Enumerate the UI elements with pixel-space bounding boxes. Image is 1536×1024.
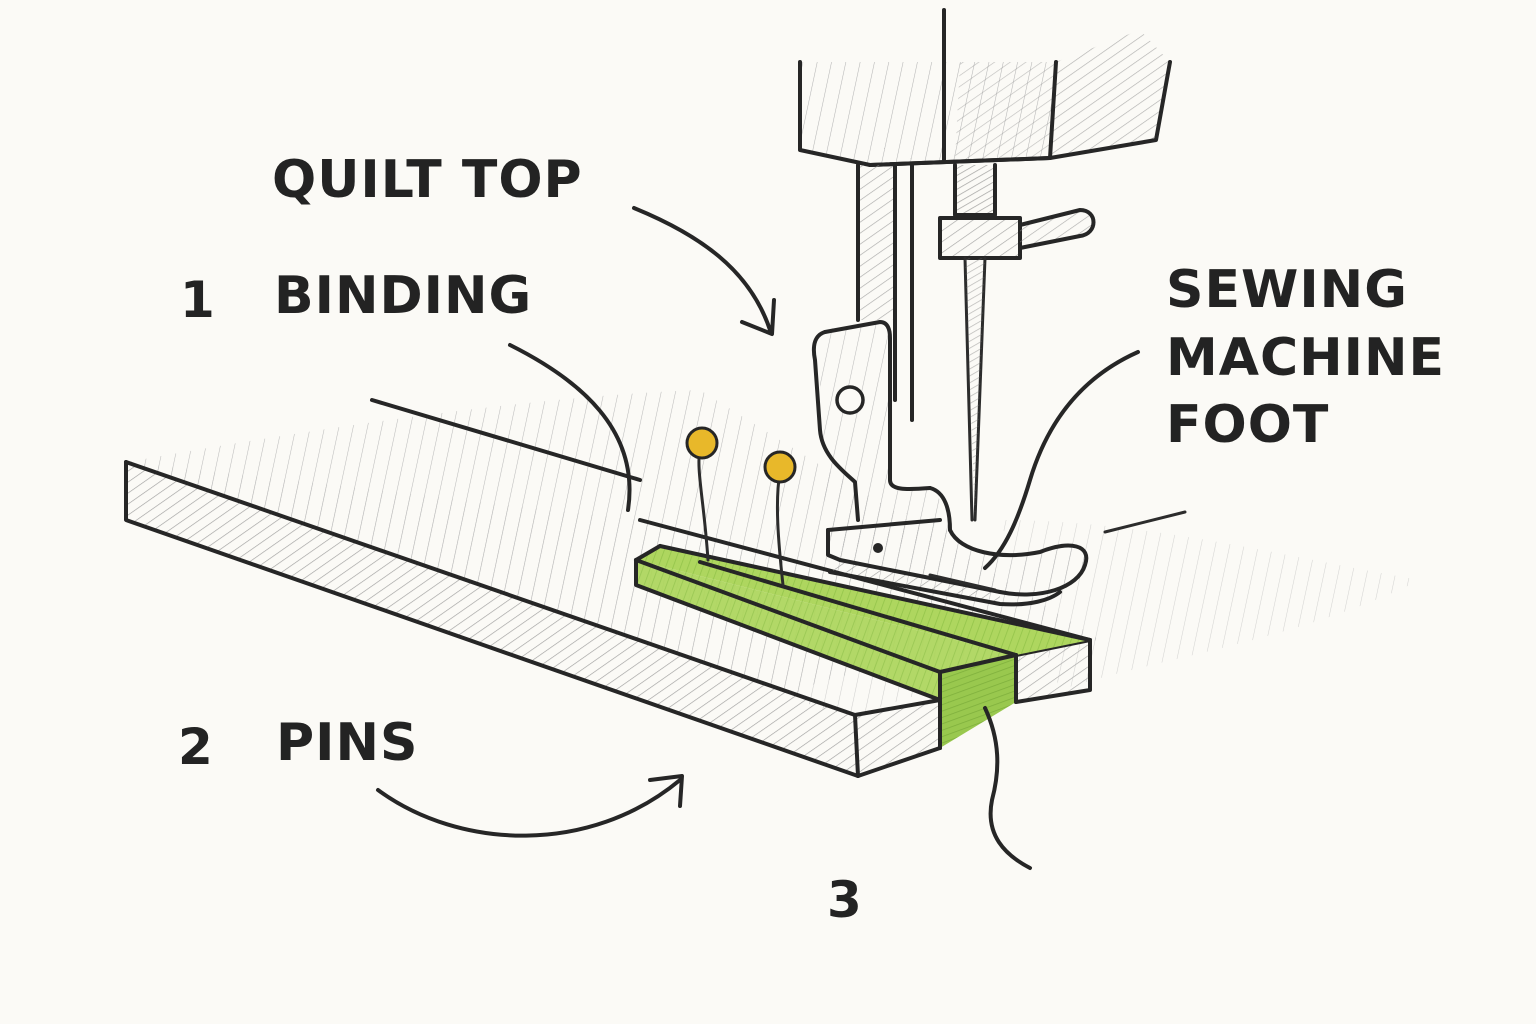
number-2: 2 (178, 718, 213, 776)
label-binding: 1 BINDING (180, 266, 532, 329)
sewing-machine-head (798, 8, 1172, 607)
foot-label-line2: MACHINE (1166, 328, 1445, 388)
arrow-pins (376, 774, 684, 838)
label-quilt-top: QUILT TOP (272, 150, 583, 210)
arrow-quilt-top (632, 206, 776, 336)
leader-binding (508, 343, 632, 512)
pin-right (763, 450, 797, 587)
leader-number-3 (983, 706, 1032, 870)
pins-label: PINS (276, 713, 418, 773)
label-pins: 2 PINS (178, 713, 418, 776)
quilt-top-label: QUILT TOP (272, 150, 583, 210)
number-1: 1 (180, 271, 215, 329)
pin-left (685, 426, 719, 562)
foot-label-line3: FOOT (1166, 395, 1329, 455)
foot-label-line1: SEWING (1166, 260, 1408, 320)
label-sewing-machine-foot: SEWING MACHINE FOOT (1166, 260, 1445, 455)
binding-strip (634, 544, 1092, 750)
label-number-3: 3 (827, 871, 862, 929)
binding-label: BINDING (274, 266, 532, 326)
number-3: 3 (827, 871, 862, 929)
leader-sewing-machine-foot (983, 350, 1140, 570)
